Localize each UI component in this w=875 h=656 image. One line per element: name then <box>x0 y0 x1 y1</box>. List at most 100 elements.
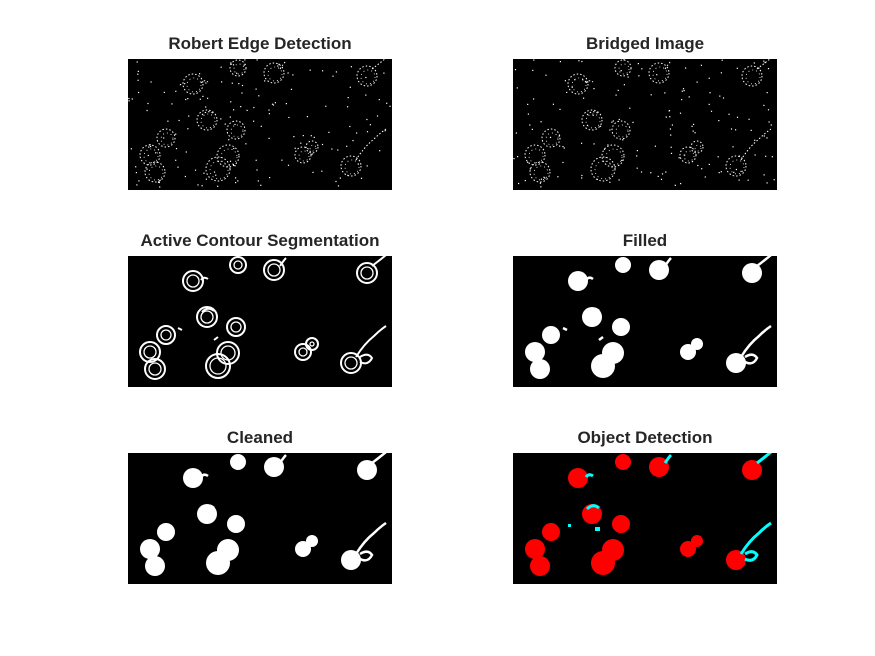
edge-speck <box>552 103 554 105</box>
edge-speck <box>350 66 352 68</box>
filled-blob <box>206 551 230 575</box>
edge-speck <box>622 139 624 141</box>
edge-speck <box>187 98 189 100</box>
contour-outline <box>229 256 247 274</box>
edge-speck <box>697 164 699 167</box>
edge-outline <box>186 77 202 93</box>
edge-speck <box>692 130 694 132</box>
edge-outline <box>611 120 631 140</box>
edge-speck <box>331 148 333 150</box>
edge-speck <box>287 164 290 166</box>
edge-speck <box>278 63 280 65</box>
filled-blob <box>568 271 588 291</box>
edge-speck <box>562 161 564 164</box>
edge-outline <box>694 144 702 152</box>
edge-speck <box>740 170 742 172</box>
detected-object <box>726 550 746 570</box>
edge-speck <box>366 165 368 167</box>
edge-speck <box>717 156 719 158</box>
edge-speck <box>159 179 161 181</box>
edge-speck <box>529 168 531 170</box>
cleaned-image <box>128 453 392 584</box>
edge-speck <box>321 143 324 146</box>
detected-object <box>568 468 588 488</box>
edge-speck <box>564 80 566 82</box>
edge-speck <box>264 80 266 82</box>
edge-speck <box>766 137 768 139</box>
edge-speck <box>632 121 634 123</box>
edge-speck <box>513 158 515 160</box>
edge-speck <box>549 136 552 138</box>
edge-speck <box>255 88 257 90</box>
edge-speck <box>281 159 283 161</box>
edge-speck <box>360 177 363 179</box>
edge-outline <box>160 132 174 146</box>
edge-outline <box>209 160 229 180</box>
filled-blob <box>357 460 377 480</box>
edge-speck <box>185 151 187 153</box>
edge-speck <box>678 157 680 159</box>
edge-speck <box>665 171 667 173</box>
edge-speck <box>636 167 638 169</box>
edge-speck <box>559 108 561 110</box>
panel-title: Object Detection <box>577 428 713 447</box>
edge-speck <box>257 180 259 182</box>
edge-speck <box>593 143 595 145</box>
edge-speck <box>272 104 275 106</box>
edge-speck <box>268 113 270 115</box>
filled-blob <box>157 523 175 541</box>
panel-filled: Filled <box>485 231 805 391</box>
edge-speck <box>738 179 740 181</box>
detected-object <box>612 515 630 533</box>
filled-blob <box>525 342 545 362</box>
edge-speck <box>207 97 209 99</box>
edge-speck <box>175 159 177 161</box>
edge-speck <box>623 84 625 86</box>
edge-speck <box>224 123 226 125</box>
rejected-object <box>595 527 600 531</box>
filled-blob <box>591 354 615 378</box>
edge-speck <box>532 69 534 71</box>
filled-blob <box>612 318 630 336</box>
edge-speck <box>179 84 182 86</box>
edge-speck <box>136 184 138 186</box>
edge-speck <box>766 182 768 184</box>
edge-speck <box>269 177 271 179</box>
edge-speck <box>557 176 559 178</box>
edge-stroke <box>201 111 215 116</box>
detected-object <box>542 523 560 541</box>
edge-outline <box>545 132 559 146</box>
edge-speck <box>339 177 341 179</box>
edge-speck <box>527 161 529 163</box>
edge-speck <box>582 79 584 81</box>
edge-speck <box>137 79 139 81</box>
edge-speck <box>236 72 238 74</box>
edge-speck <box>732 146 734 148</box>
edge-speck <box>234 123 236 126</box>
edge-speck <box>347 106 349 108</box>
edge-speck <box>763 104 765 106</box>
edge-speck <box>764 62 766 64</box>
edge-outline <box>683 150 695 162</box>
filled-blob <box>742 263 762 283</box>
edge-speck <box>386 102 388 104</box>
filled-blob <box>227 515 245 533</box>
edge-speck <box>641 68 643 70</box>
edge-speck <box>581 142 583 144</box>
edge-speck <box>136 61 138 63</box>
edge-speck <box>574 79 576 81</box>
edge-outline <box>205 156 231 182</box>
panel-active-contour: Active Contour Segmentation <box>100 231 420 391</box>
contour-inner <box>200 310 214 324</box>
edge-speck <box>158 181 160 184</box>
edge-speck <box>268 109 270 111</box>
edge-speck <box>300 142 302 144</box>
edge-speck <box>611 121 613 123</box>
edge-outline <box>229 59 247 77</box>
edge-outline <box>615 124 629 138</box>
contour-outline <box>263 259 285 281</box>
edge-speck <box>540 121 542 123</box>
filled-blob <box>145 556 165 576</box>
edge-speck <box>197 184 199 186</box>
edge-speck <box>612 120 614 122</box>
